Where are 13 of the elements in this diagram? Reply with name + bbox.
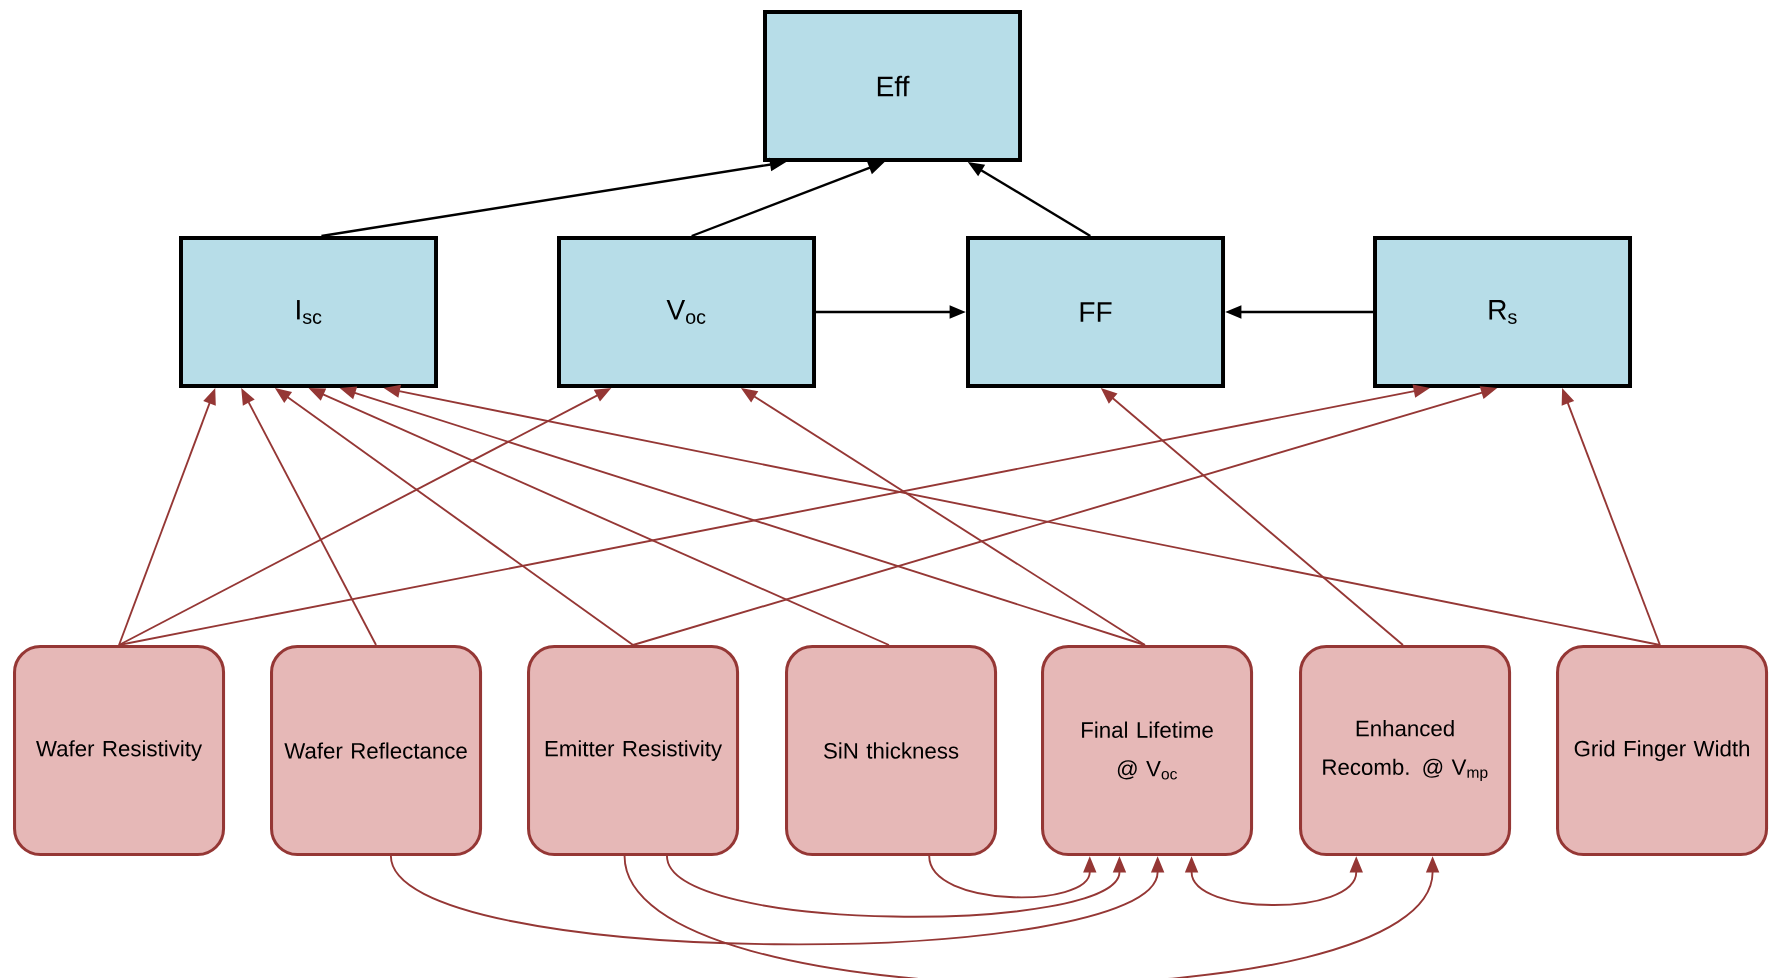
- parameter-box: I$_{sc}$: [179, 236, 438, 388]
- process-box: Final Lifetime @ V$_{oc}$: [1041, 645, 1254, 857]
- process-box: Grid Finger Width: [1556, 645, 1769, 857]
- process-box: Emitter Resistivity: [527, 645, 740, 857]
- parameter-box: Eff: [763, 10, 1022, 162]
- process-box: Enhanced Recomb. @ V$_{mp}$: [1299, 645, 1512, 857]
- process-box: Wafer Resistivity: [13, 645, 226, 857]
- process-box: Wafer Reflectance: [270, 645, 483, 857]
- arrow: [928, 855, 1097, 899]
- parameter-box: R$_{s}$: [1373, 236, 1632, 388]
- parameter-box: V$_{oc}$: [557, 236, 816, 388]
- process-box: SiN thickness: [785, 645, 998, 857]
- parameter-box: FF: [966, 236, 1225, 388]
